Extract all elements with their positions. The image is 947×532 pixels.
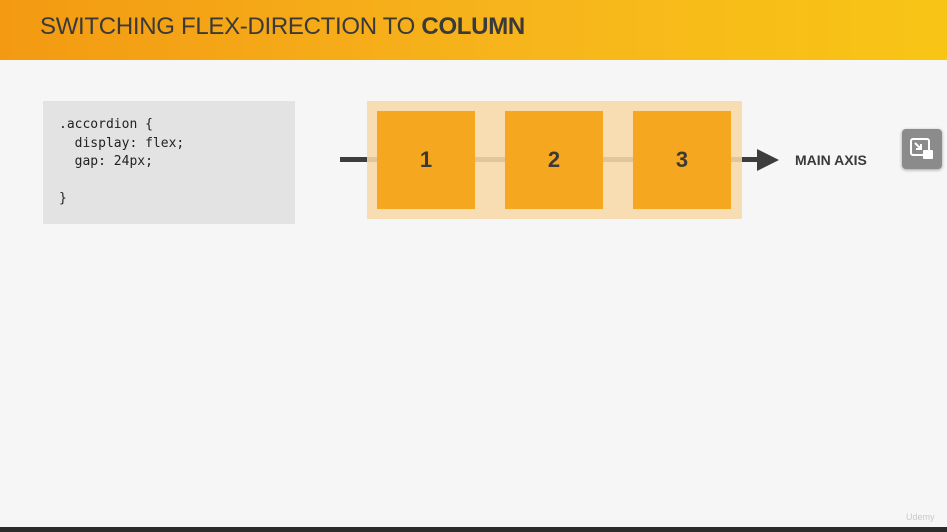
- slide-title: SWITCHING FLEX-DIRECTION TO COLUMN: [40, 13, 525, 41]
- flex-item-2: 2: [505, 111, 603, 209]
- main-axis-line: [340, 157, 762, 162]
- slide-title-bold: COLUMN: [421, 13, 525, 40]
- flex-container: [367, 101, 742, 219]
- flex-item-1: 1: [377, 111, 475, 209]
- picture-in-picture-icon: [910, 138, 933, 159]
- css-code: .accordion { display: flex; gap: 24px; }: [59, 117, 185, 206]
- player-bottom-bar: [0, 527, 947, 532]
- code-snippet-box: .accordion { display: flex; gap: 24px; }: [43, 101, 295, 224]
- main-axis-arrow-icon: [757, 149, 779, 171]
- udemy-watermark: Udemy: [906, 512, 935, 522]
- slide-header: SWITCHING FLEX-DIRECTION TO COLUMN: [0, 0, 947, 60]
- slide-title-prefix: SWITCHING FLEX-DIRECTION TO: [40, 13, 422, 40]
- main-axis-label: MAIN AXIS: [795, 152, 867, 168]
- picture-in-picture-button[interactable]: [902, 129, 942, 169]
- flex-item-3: 3: [633, 111, 731, 209]
